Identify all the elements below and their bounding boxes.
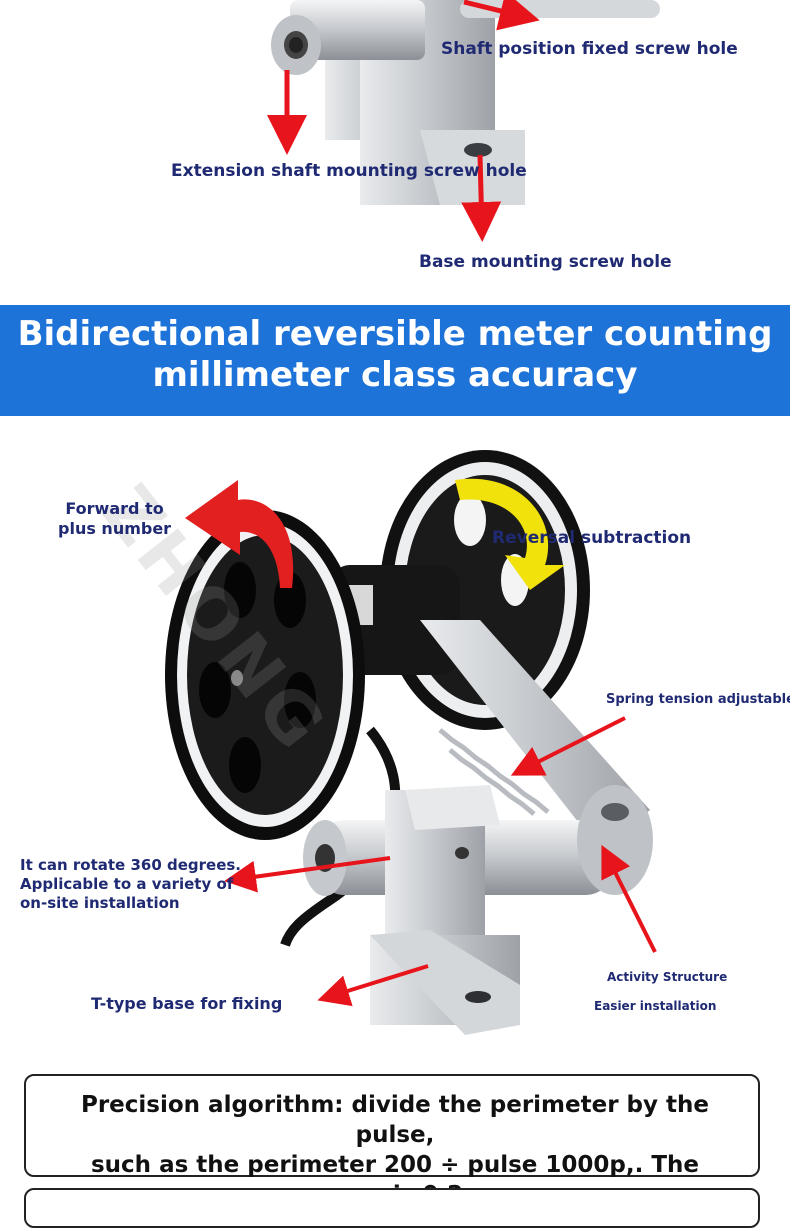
banner-line-1: Bidirectional reversible meter counting bbox=[17, 314, 773, 354]
headline-banner bbox=[0, 305, 790, 416]
extension-shaft-label: Extension shaft mounting screw hole bbox=[171, 161, 527, 181]
t-base-label: T-type base for fixing bbox=[91, 994, 283, 1013]
forward-label-line-2: plus number bbox=[58, 519, 172, 538]
forward-rotation-arrow bbox=[185, 480, 294, 588]
rotate-label-line-3: on-site installation bbox=[20, 894, 180, 912]
shaft-position-label: Shaft position fixed screw hole bbox=[441, 39, 738, 59]
base-mounting-label: Base mounting screw hole bbox=[419, 252, 672, 272]
spring-label: Spring tension adjustable bbox=[606, 692, 790, 707]
rotate-label-line-2: Applicable to a variety of bbox=[20, 875, 234, 893]
next-box bbox=[24, 1188, 760, 1228]
precision-line-1: Precision algorithm: divide the perimete… bbox=[80, 1092, 709, 1148]
precision-box bbox=[24, 1074, 760, 1177]
forward-label-line-1: Forward to bbox=[65, 499, 164, 518]
reversal-label: Reversal subtraction bbox=[492, 528, 692, 548]
precision-line-2: such as the perimeter 200 ÷ pulse 1000p,… bbox=[90, 1152, 699, 1178]
banner-line-2: millimeter class accuracy bbox=[152, 355, 638, 395]
forward-label: Forward to plus number bbox=[58, 499, 171, 539]
reverse-rotation-arrow bbox=[455, 478, 565, 590]
banner-title: Bidirectional reversible meter counting … bbox=[0, 314, 790, 396]
rotate-label: It can rotate 360 degrees. Applicable to… bbox=[20, 856, 241, 913]
easier-label: Easier installation bbox=[594, 999, 717, 1013]
rotate-label-line-1: It can rotate 360 degrees. bbox=[20, 856, 242, 874]
top-bracket-image bbox=[271, 0, 660, 205]
activity-label: Activity Structure bbox=[607, 970, 728, 984]
